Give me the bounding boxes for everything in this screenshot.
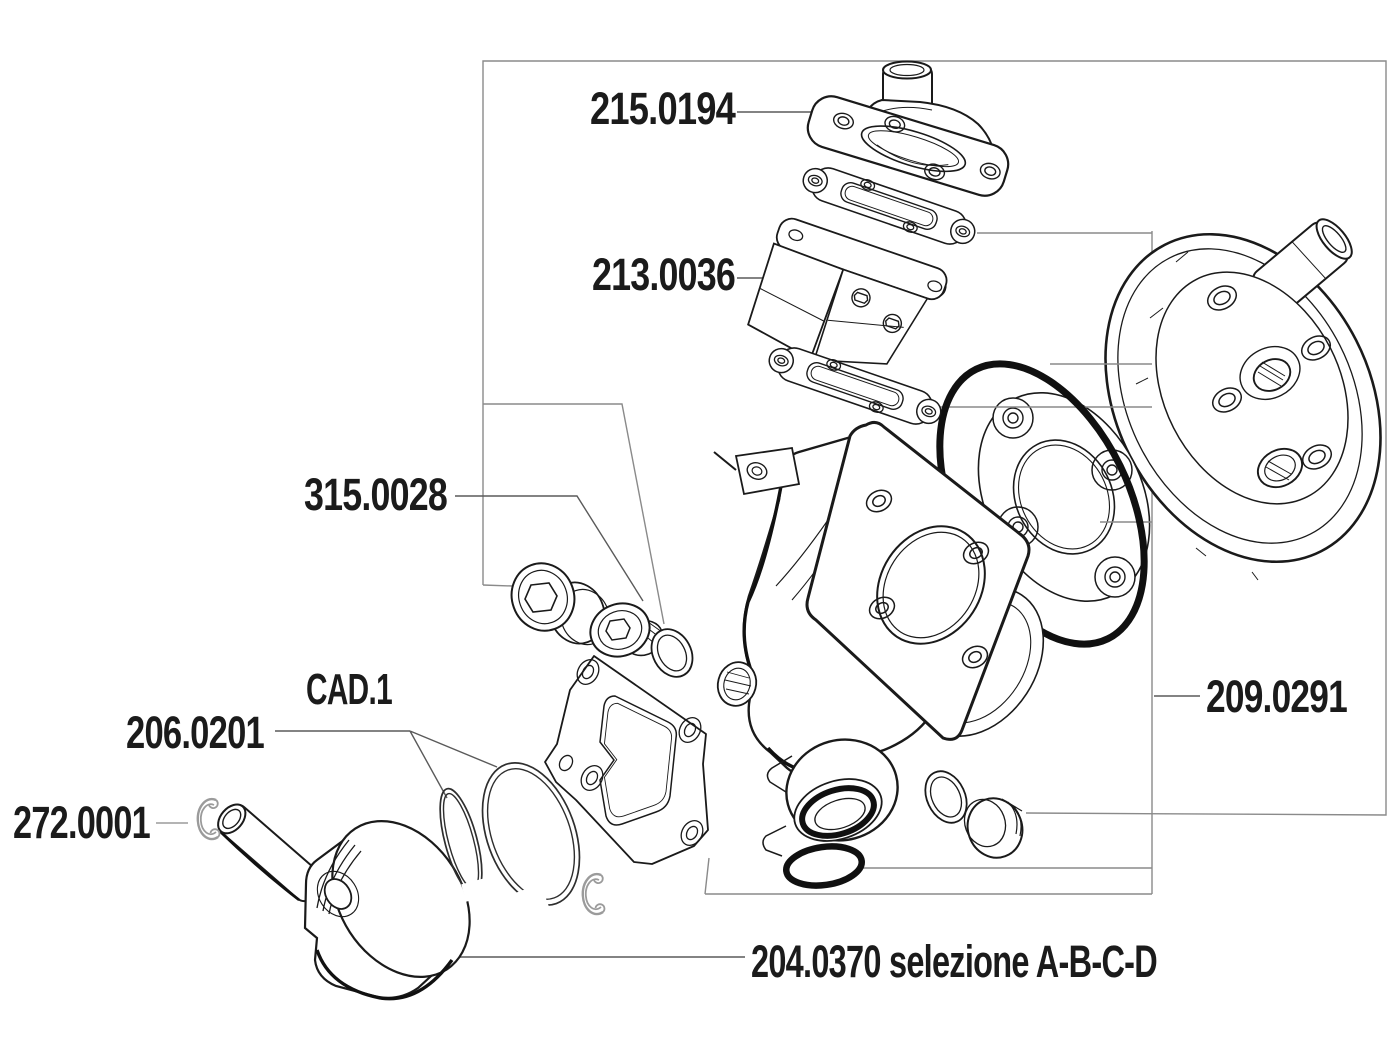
plug-oring — [924, 770, 968, 824]
part-label-gasket-set: 209.0291 — [1206, 671, 1347, 722]
part-label-reed-valve: 213.0036 — [592, 249, 735, 300]
threaded-plug — [963, 797, 1024, 859]
kit-frame — [482, 60, 1387, 816]
part-label-screw-set: 315.0028 — [304, 469, 447, 520]
piston-ring-2 — [481, 762, 581, 918]
leader-rings — [409, 730, 498, 799]
part-label-circlip: 272.0001 — [13, 797, 150, 848]
reed-valve-block — [747, 217, 948, 365]
exhaust-port — [762, 738, 899, 857]
circlip-left — [196, 797, 221, 841]
manifold-flange — [806, 95, 1010, 197]
piston — [303, 820, 471, 1001]
head-bolt-holes — [1206, 285, 1333, 470]
part-label-intake-manifold: 215.0194 — [590, 83, 736, 134]
part-labels: 215.0194 213.0036 315.0028 206.0201 CAD.… — [13, 83, 1348, 987]
cylinder-head — [1104, 218, 1382, 581]
exhaust-oring — [783, 843, 865, 889]
part-label-piston-selection: 204.0370 selezione A-B-C-D — [751, 936, 1157, 987]
leader-screw-set — [455, 495, 644, 602]
intake-manifold — [806, 60, 1010, 197]
part-label-ring-size: CAD.1 — [306, 665, 392, 714]
head-sensor-hole — [1256, 447, 1304, 489]
part-label-ring-set: 206.0201 — [126, 707, 264, 758]
leader-lines — [275, 111, 1200, 958]
piston-ring-1 — [439, 787, 488, 902]
cylinder-thread-boss — [716, 661, 758, 707]
base-gasket — [544, 655, 709, 865]
sealing-washer — [650, 628, 694, 678]
circlip-right — [581, 872, 606, 916]
reed-screws — [851, 288, 903, 334]
cylinder-bore — [876, 525, 986, 645]
spark-plug-hole — [1239, 345, 1301, 401]
cylinder — [713, 420, 1045, 857]
cylinder-stud-holes — [865, 489, 990, 669]
wrist-pin — [217, 803, 325, 903]
wrist-pin-hole — [316, 870, 360, 918]
cylinder-ear — [713, 446, 801, 496]
